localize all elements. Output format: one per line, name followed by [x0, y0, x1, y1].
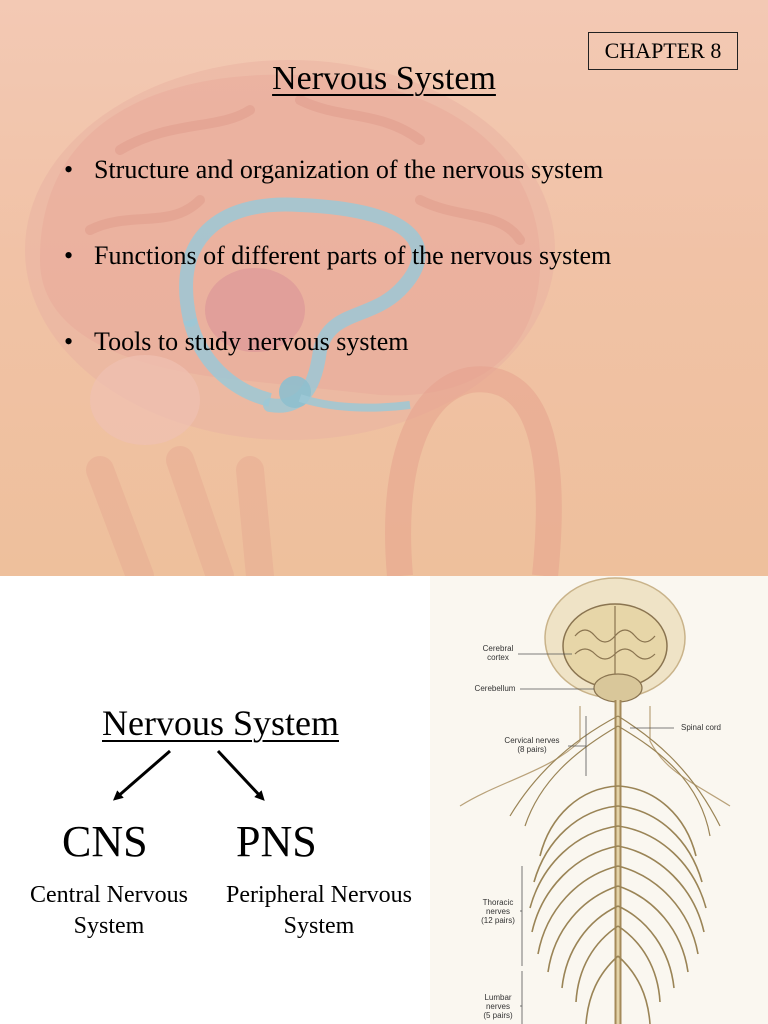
brain-illustration-background	[25, 60, 562, 576]
nervous-system-figure: Cerebral cortex Cerebellum Spinal cord C…	[430, 576, 768, 1024]
arrow-to-pns	[216, 749, 265, 801]
cns-full-name: Central Nervous System	[14, 880, 204, 942]
bullet-text: Tools to study nervous system	[94, 327, 409, 356]
label-cerebellum: Cerebellum	[474, 684, 516, 693]
label-line: Thoracic	[482, 898, 514, 907]
nervous-system-drawing	[430, 576, 768, 1024]
pns-full-line: Peripheral Nervous	[226, 882, 412, 908]
bullet-item: • Structure and organization of the nerv…	[64, 150, 744, 236]
branch-arrows	[112, 749, 265, 801]
label-line: (5 pairs)	[483, 1011, 513, 1020]
label-line: cortex	[487, 653, 509, 662]
label-line: Cervical nerves	[504, 736, 560, 745]
label-line: nerves	[485, 907, 510, 916]
label-cervical-nerves: Cervical nerves (8 pairs)	[496, 736, 568, 754]
cns-full-line: System	[73, 913, 145, 939]
bullet-list: • Structure and organization of the nerv…	[64, 150, 744, 408]
pns-label: PNS	[236, 817, 317, 866]
label-line: Cerebral	[482, 644, 514, 653]
label-spinal-cord: Spinal cord	[680, 723, 722, 732]
bullet-glyph: •	[64, 327, 74, 356]
bullet-item: • Tools to study nervous system	[64, 322, 744, 408]
label-line: (12 pairs)	[481, 916, 515, 925]
slide-2: Nervous System CNS PNS Central Nervous S…	[0, 576, 768, 1024]
pns-full-line: System	[283, 913, 355, 939]
cns-full-line: Central Nervous	[30, 882, 188, 908]
bullet-glyph: •	[64, 155, 74, 184]
slide-1-title: Nervous System	[272, 60, 496, 97]
cns-label: CNS	[62, 817, 148, 866]
slide-2-title: Nervous System	[102, 703, 339, 743]
slide-1: CHAPTER 8 Nervous System • Structure and…	[0, 0, 768, 576]
label-line: Lumbar	[484, 993, 512, 1002]
label-lumbar-nerves: Lumbar nerves (5 pairs)	[476, 993, 520, 1020]
bullet-glyph: •	[64, 241, 74, 270]
label-cerebral-cortex: Cerebral cortex	[478, 644, 518, 662]
label-thoracic-nerves: Thoracic nerves (12 pairs)	[476, 898, 520, 925]
label-line: nerves	[485, 1002, 510, 1011]
pns-full-name: Peripheral Nervous System	[214, 880, 424, 942]
chapter-label: CHAPTER 8	[588, 32, 738, 70]
bullet-item: • Functions of different parts of the ne…	[64, 236, 744, 322]
bullet-text: Functions of different parts of the nerv…	[94, 241, 612, 270]
bullet-text: Structure and organization of the nervou…	[94, 155, 604, 184]
arrow-to-cns	[112, 749, 171, 801]
label-line: (8 pairs)	[517, 745, 547, 754]
